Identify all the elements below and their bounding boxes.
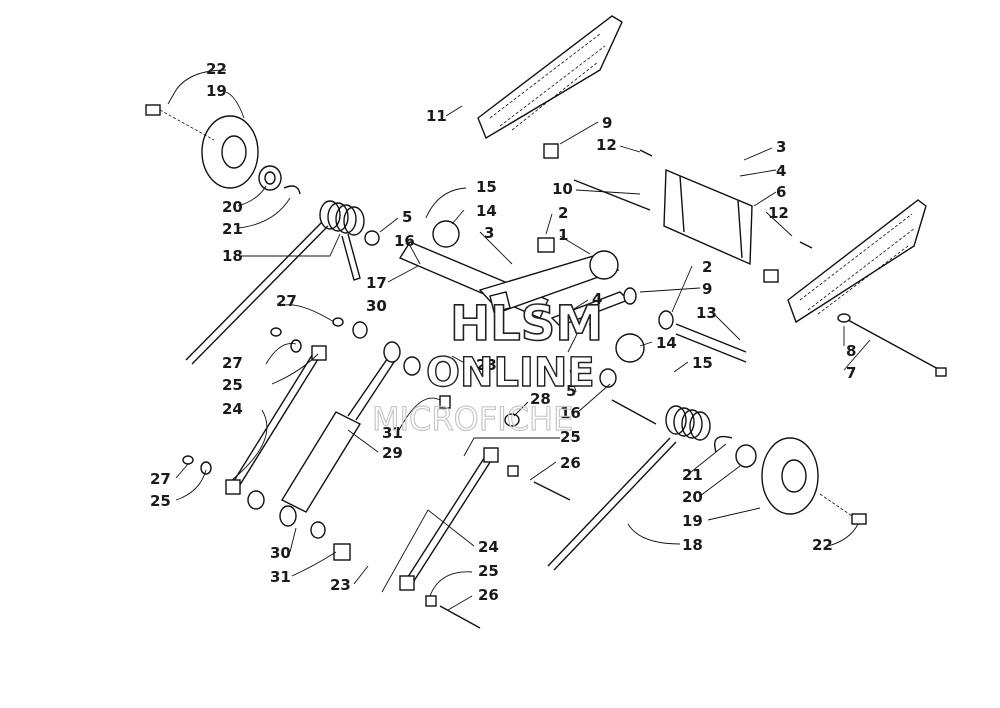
callout-12-right: 12 [768, 204, 789, 222]
callout-26-a: 26 [560, 454, 581, 472]
callout-18-left: 18 [222, 247, 243, 265]
callout-30-a: 30 [366, 297, 387, 315]
callout-15-top: 15 [476, 178, 497, 196]
callout-27-c: 27 [150, 470, 171, 488]
callout-2-right: 2 [702, 258, 712, 276]
callout-25-b: 25 [150, 492, 171, 510]
callout-27-a: 27 [276, 292, 297, 310]
left-torsion-spring [185, 200, 365, 365]
watermark-line-1: HLSM [450, 296, 603, 352]
callout-25-d: 25 [478, 562, 499, 580]
parts-drawing [145, 15, 947, 629]
callout-22-top: 22 [206, 60, 227, 78]
callout-22-bottom: 22 [812, 536, 833, 554]
callout-23-a: 23 [330, 576, 351, 594]
callout-3-mid: 3 [484, 224, 494, 242]
watermark: HLSM ONLINE MICROFICHE [371, 295, 603, 438]
callout-16-low: 16 [560, 404, 581, 422]
callout-12-top: 12 [596, 136, 617, 154]
callout-20-bottom: 20 [682, 488, 703, 506]
callout-19-bottom: 19 [682, 512, 703, 530]
callout-10: 10 [552, 180, 573, 198]
callout-5-top: 5 [402, 208, 412, 226]
callout-30-b: 30 [270, 544, 291, 562]
callout-1: 1 [558, 226, 568, 244]
callout-9-top: 9 [602, 114, 612, 132]
callout-6: 6 [776, 183, 786, 201]
callout-13: 13 [696, 304, 717, 322]
shock-absorber [247, 321, 421, 539]
callout-31-a: 31 [270, 568, 291, 586]
right-shafts [599, 310, 947, 388]
callout-25-c: 25 [560, 428, 581, 446]
callout-28: 28 [530, 390, 551, 408]
left-idler-wheel [145, 104, 301, 195]
tie-rods [182, 317, 571, 629]
callout-labels: 22 19 20 21 18 27 30 27 25 24 27 25 30 3… [150, 60, 856, 604]
callout-4-top: 4 [776, 162, 786, 180]
right-idler-wheel [714, 435, 867, 525]
callout-24-right: 24 [478, 538, 499, 556]
right-torsion-spring [547, 399, 711, 571]
callout-23-b: 23 [476, 356, 497, 374]
upper-rail [477, 15, 927, 324]
callout-25-a: 25 [222, 376, 243, 394]
callout-4-mid: 4 [592, 290, 602, 308]
leader-lines [167, 69, 871, 611]
callout-7: 7 [846, 364, 856, 382]
callout-16-top: 16 [394, 232, 415, 250]
callout-18-right: 18 [682, 536, 703, 554]
callout-11: 11 [426, 107, 447, 125]
callout-14-top: 14 [476, 202, 497, 220]
callout-21-bottom: 21 [682, 466, 703, 484]
callout-31-b: 31 [382, 424, 403, 442]
callout-21-top: 21 [222, 220, 243, 238]
callout-17: 17 [366, 274, 387, 292]
callout-20-top: 20 [222, 198, 243, 216]
callout-3-low: 3 [588, 312, 598, 330]
callout-2-top: 2 [558, 204, 568, 222]
callout-15-low: 15 [692, 354, 713, 372]
callout-19-top: 19 [206, 82, 227, 100]
callout-27-b: 27 [222, 354, 243, 372]
callout-14-low: 14 [656, 334, 677, 352]
callout-8: 8 [846, 342, 856, 360]
callout-5-low: 5 [566, 382, 576, 400]
callout-3-top: 3 [776, 138, 786, 156]
callout-9-right: 9 [702, 280, 712, 298]
watermark-line-2: ONLINE [426, 350, 595, 396]
upper-bracket [543, 143, 813, 283]
rear-arm-assembly [364, 220, 637, 327]
callout-26-b: 26 [478, 586, 499, 604]
watermark-line-3: MICROFICHE [372, 400, 573, 438]
callout-24-left: 24 [222, 400, 243, 418]
callout-29: 29 [382, 444, 403, 462]
